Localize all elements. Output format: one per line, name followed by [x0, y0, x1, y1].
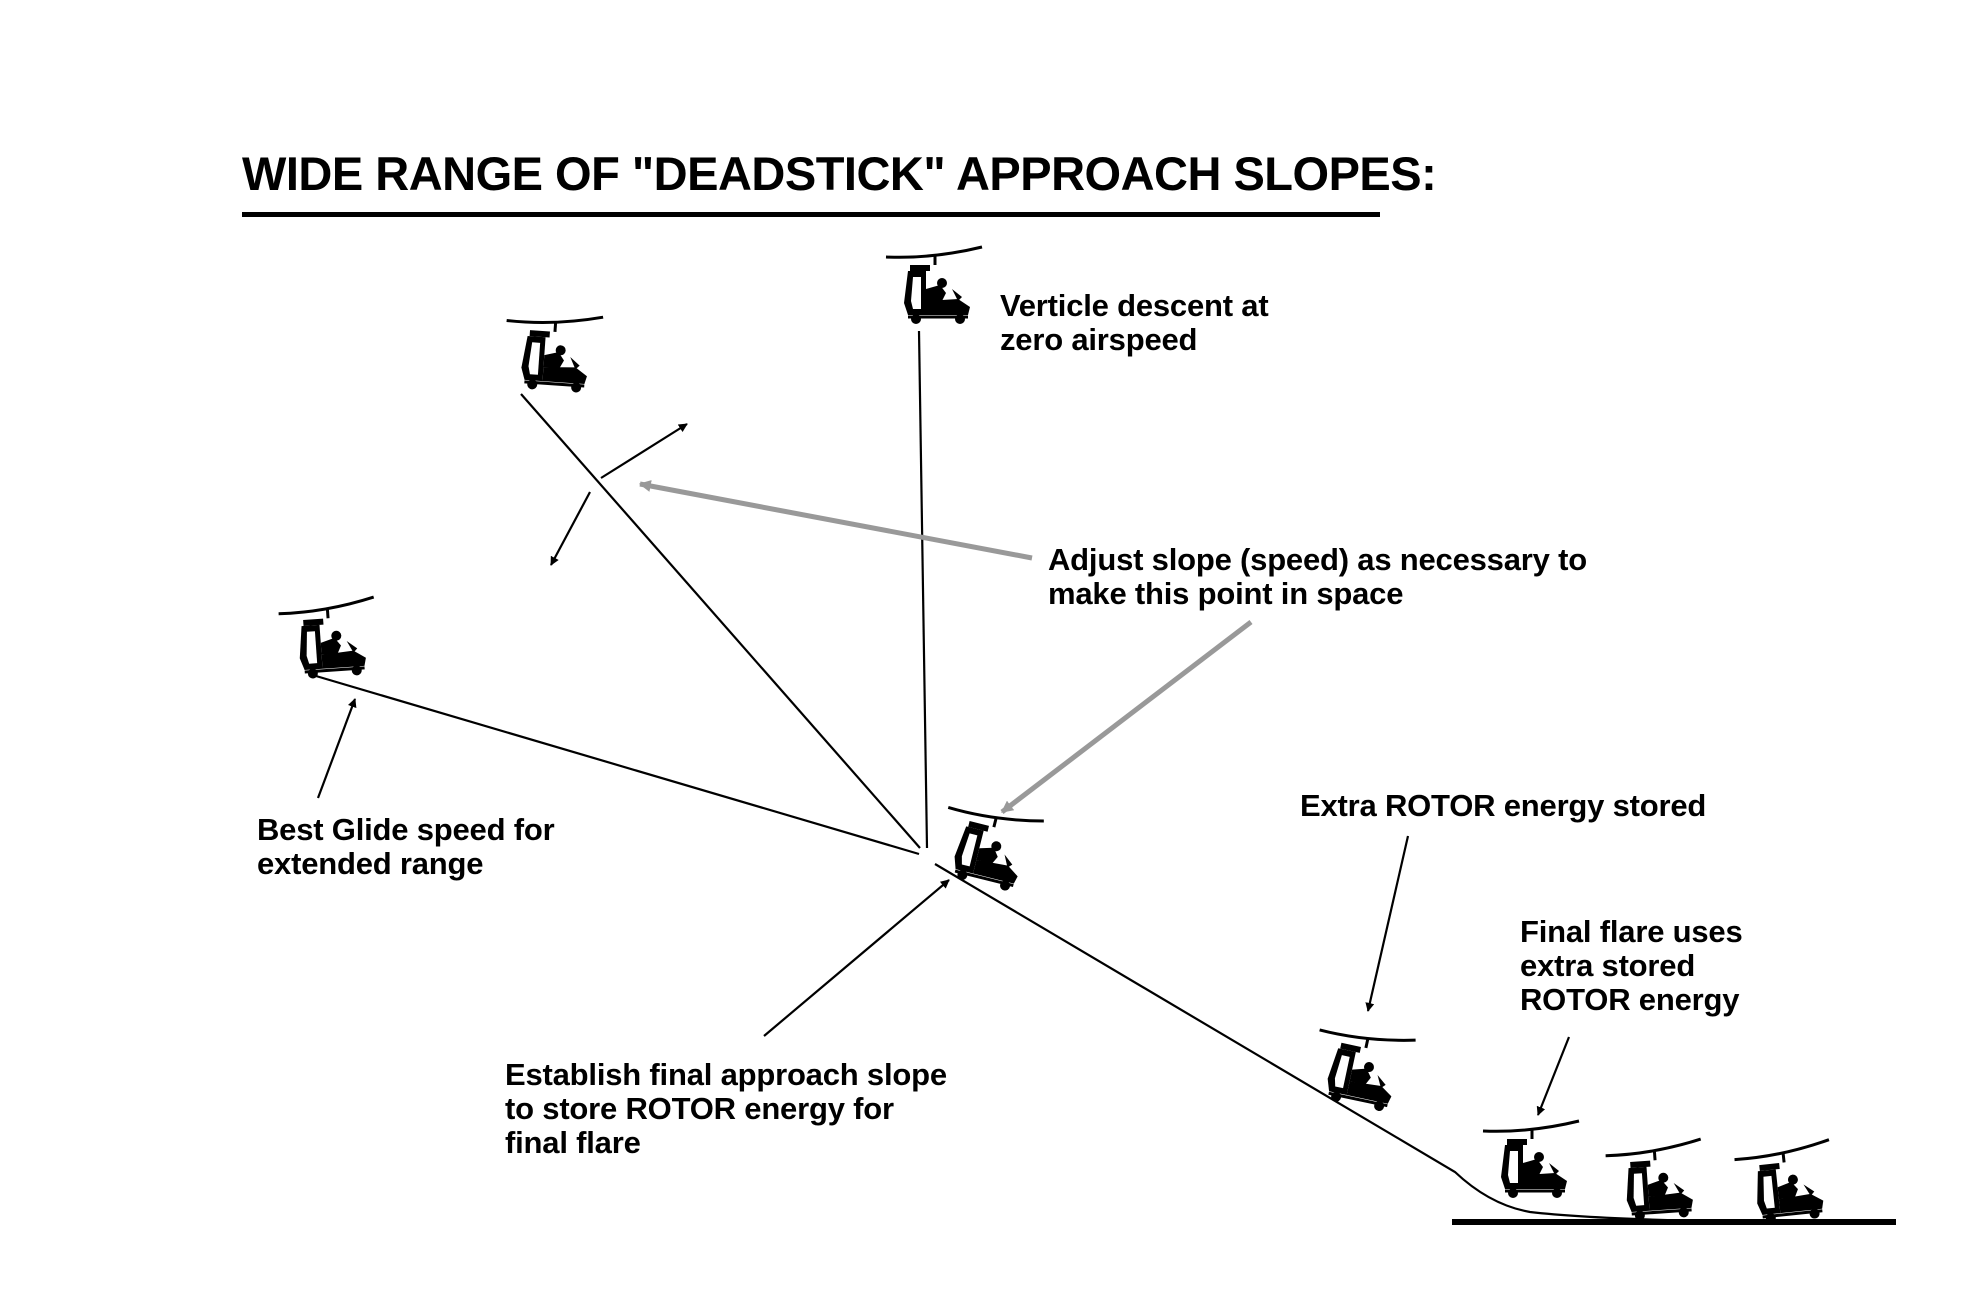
ground-line [1452, 1219, 1896, 1225]
gyroplane-icon [1304, 1018, 1418, 1117]
final-flare-label: Final flare uses extra stored ROTOR ener… [1520, 914, 1743, 1017]
slope-adjust-arrow-up [600, 423, 688, 479]
slope-adjust-arrow-down [550, 491, 591, 566]
gyroplane-icon [884, 245, 984, 326]
flight-paths [315, 330, 1761, 1224]
final-flare-pointer-arrow [1536, 1036, 1571, 1116]
vertical-descent-label: Verticle descent at zero airspeed [1000, 288, 1269, 357]
gyroplane-icon [1481, 1119, 1581, 1200]
best-glide-label: Best Glide speed for extended range [257, 812, 555, 881]
best-glide-path [315, 674, 920, 856]
final-approach-pointer-arrow [1000, 620, 1253, 814]
final-approach-label-arrow [763, 879, 950, 1037]
diagram-title: WIDE RANGE OF "DEADSTICK" APPROACH SLOPE… [242, 147, 1437, 200]
extra-energy-label: Extra ROTOR energy stored [1300, 788, 1707, 823]
steep-slope-path [520, 393, 921, 849]
adjust-slope-label: Adjust slope (speed) as necessary to mak… [1048, 542, 1587, 611]
gyroplane-icon [1731, 1138, 1839, 1228]
extra-energy-pointer-arrow [1365, 835, 1410, 1012]
gyroplane-icon [500, 308, 605, 396]
point-in-space-pointer-arrow [638, 480, 1033, 561]
vertical-descent-path [917, 330, 929, 849]
best-glide-pointer-arrow [316, 698, 357, 799]
gyroplane-icon [276, 595, 381, 683]
gyroplane-icon [1603, 1137, 1708, 1225]
final-approach-label: Establish final approach slope to store … [505, 1057, 947, 1160]
title-underline [242, 212, 1380, 217]
